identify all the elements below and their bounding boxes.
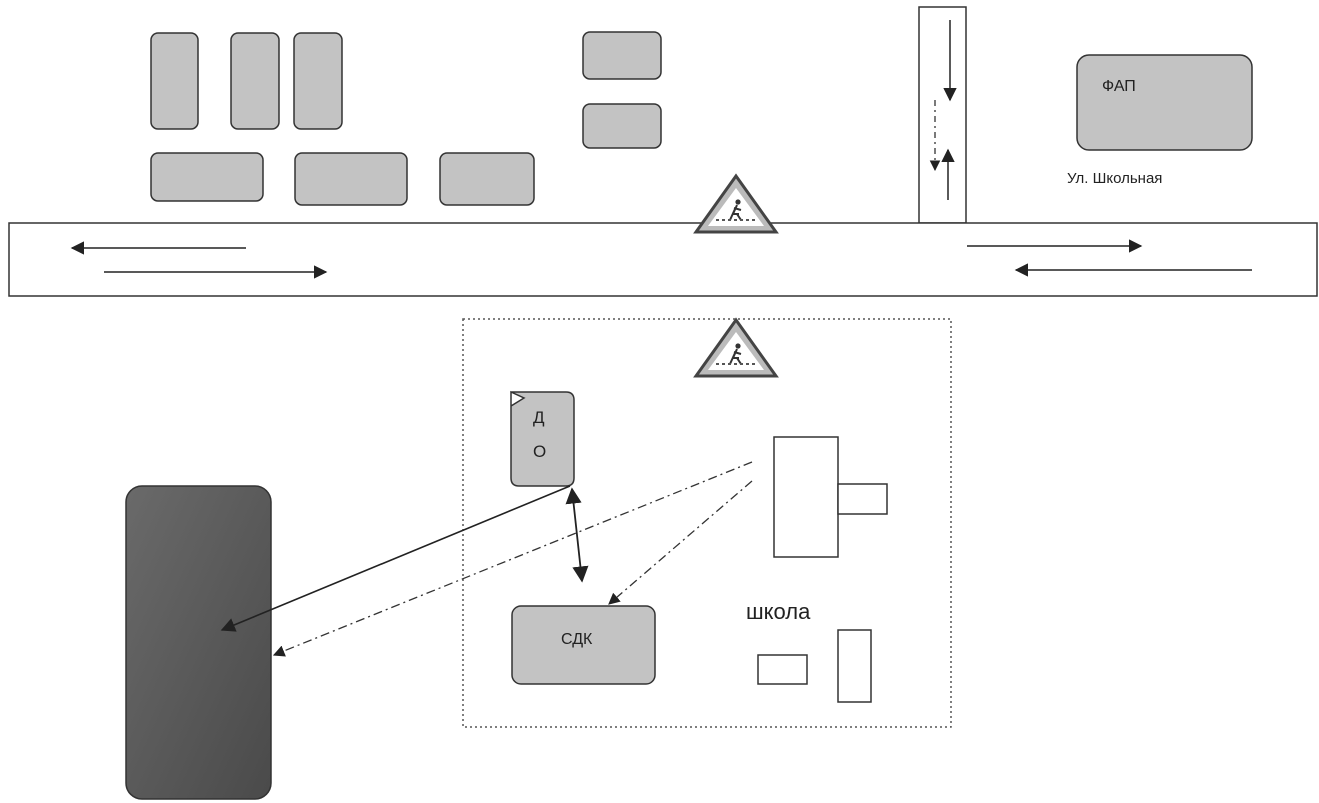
do-label-1: Д xyxy=(533,408,545,427)
school-outbuilding xyxy=(837,629,872,703)
school-label: школа xyxy=(746,599,811,624)
house xyxy=(293,32,343,130)
house xyxy=(150,152,264,202)
house xyxy=(150,32,199,130)
pedestrian-crossing-icon xyxy=(693,317,779,378)
sdk-building xyxy=(511,605,656,685)
school-outbuilding xyxy=(757,654,808,685)
do-label-2: О xyxy=(533,442,546,461)
house xyxy=(582,31,662,80)
house xyxy=(439,152,535,206)
main-road xyxy=(8,222,1318,297)
sdk-label: СДК xyxy=(561,631,593,648)
dark-area xyxy=(125,485,272,800)
school-main-building xyxy=(773,436,839,558)
route-dashdot xyxy=(608,480,753,605)
fap-label: ФАП xyxy=(1102,78,1136,95)
street-label: Ул. Школьная xyxy=(1067,170,1162,187)
fap-building xyxy=(1076,54,1253,151)
school-territory xyxy=(462,318,952,728)
pedestrian-crossing-icon xyxy=(693,173,779,234)
do-building xyxy=(510,390,575,487)
house xyxy=(230,32,280,130)
side-street xyxy=(918,6,967,224)
house xyxy=(582,103,662,149)
route-solid-double xyxy=(565,487,589,583)
school-annex xyxy=(837,483,888,515)
house xyxy=(294,152,408,206)
route-solid xyxy=(220,485,571,632)
houses-top xyxy=(150,31,662,206)
